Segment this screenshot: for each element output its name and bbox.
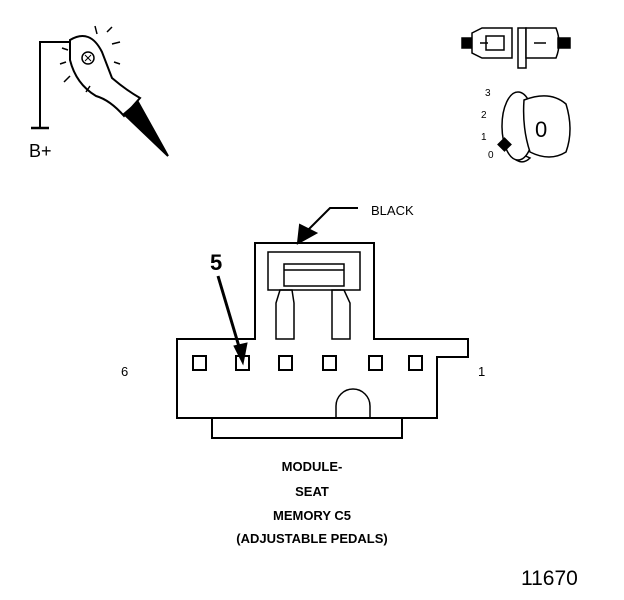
- ignition-key-label: 0: [535, 117, 548, 142]
- caption-line-3: MEMORY C5: [272, 508, 351, 523]
- ignition-position-3: 3: [485, 88, 491, 99]
- ignition-position-2: 2: [481, 110, 487, 121]
- pin-5-callout-arrow: [216, 275, 248, 366]
- cavity-pin-3: [322, 355, 337, 371]
- pin-callout-label: 5: [210, 250, 223, 275]
- supply-label: B+: [29, 141, 52, 161]
- left-end-pin-label: 6: [121, 364, 129, 379]
- connector-body: [176, 242, 469, 439]
- test-light-probe-icon: [31, 25, 169, 157]
- figure-number: 11670: [521, 567, 578, 590]
- cavity-pin-6: [192, 355, 207, 371]
- cavity-pin-2: [368, 355, 383, 371]
- connector-pair-icon: [461, 27, 571, 69]
- caption-line-4: (ADJUSTABLE PEDALS): [236, 531, 388, 546]
- ignition-position-0: 0: [488, 150, 494, 161]
- black-callout-arrow: [296, 207, 358, 245]
- caption-line-2: SEAT: [295, 484, 329, 499]
- cavity-pin-1: [408, 355, 423, 371]
- right-end-pin-label: 1: [478, 364, 486, 379]
- ignition-switch-icon: [497, 91, 571, 163]
- color-callout-label: BLACK: [371, 203, 414, 218]
- ignition-position-1: 1: [481, 132, 487, 143]
- caption-line-1: MODULE-: [281, 459, 343, 474]
- cavity-pin-4: [278, 355, 293, 371]
